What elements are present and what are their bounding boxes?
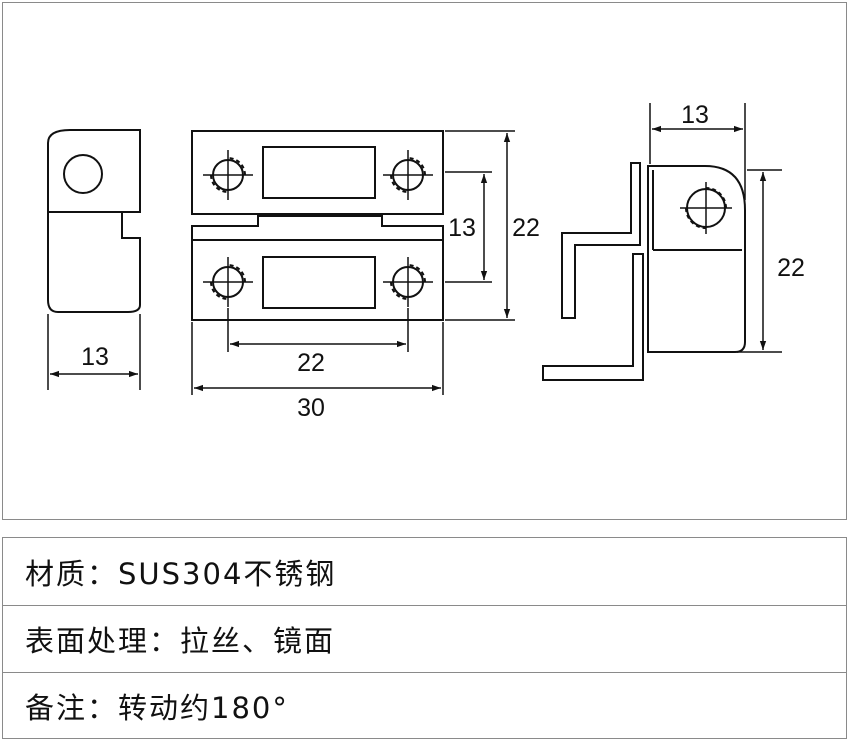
spec-table: 材质：SUS304不锈钢 表面处理：拉丝、镜面 备注：转动约180°: [2, 537, 847, 739]
bottom-leaf: [191, 215, 444, 321]
side-view-knuckle: [647, 165, 746, 353]
screw-hole-top-left: [203, 150, 253, 200]
bottom-leaf-slot: [262, 256, 376, 309]
spec-label-remark: 备注：: [25, 691, 119, 725]
spec-label-surface: 表面处理：: [25, 624, 181, 658]
side-view-upper-leaf: [561, 162, 641, 319]
spec-label-material: 材质：: [25, 556, 119, 591]
front-leaf-height-dim: 13: [448, 214, 476, 242]
top-leaf: [191, 130, 444, 215]
spec-value-remark: 转动约180°: [118, 691, 289, 725]
side-width-dim: 13: [681, 101, 709, 129]
front-overall-height-dim: 22: [512, 214, 540, 242]
spec-row-surface: 表面处理：拉丝、镜面: [3, 605, 846, 672]
spec-value-surface: 拉丝、镜面: [180, 624, 336, 658]
screw-hole-bottom-right: [383, 257, 433, 307]
front-view: [191, 130, 515, 395]
screw-hole-top-right: [383, 150, 433, 200]
front-hole-spacing-dim: 22: [297, 349, 325, 377]
top-leaf-slot: [262, 146, 376, 199]
screw-hole-bottom-left: [203, 257, 253, 307]
left-view-outline: [47, 129, 141, 313]
side-height-dim: 22: [777, 254, 805, 282]
spec-row-remark: 备注：转动约180°: [3, 672, 846, 739]
side-view-lower-leaf: [542, 253, 644, 381]
front-overall-width-dim: 30: [297, 394, 325, 422]
technical-drawing: 13: [47, 101, 805, 422]
left-view-width-dim: 13: [81, 343, 109, 371]
side-view: [542, 103, 782, 381]
drawing-frame: [2, 2, 847, 520]
left-view-pin-hole: [63, 154, 103, 194]
left-view: [47, 129, 141, 390]
spec-value-material: SUS304不锈钢: [118, 556, 337, 591]
spec-row-material: 材质：SUS304不锈钢: [3, 538, 846, 605]
